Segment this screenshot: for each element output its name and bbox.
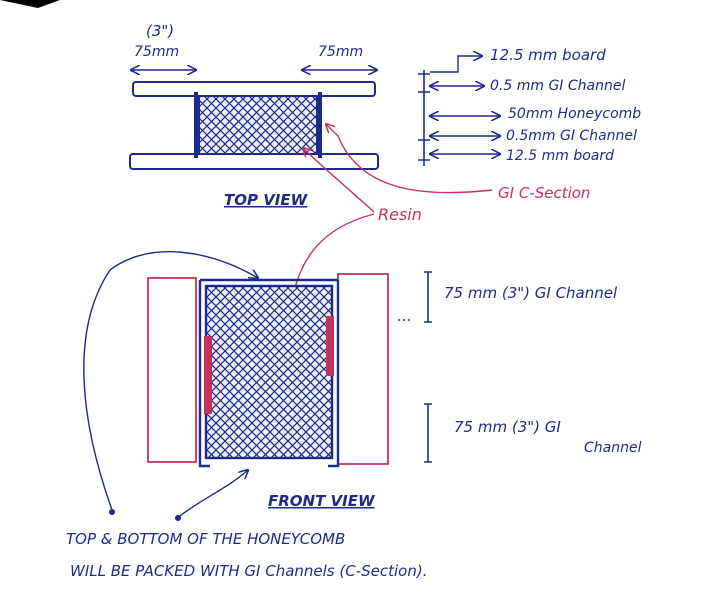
top-board [132, 81, 376, 97]
resin-label: Resin [378, 205, 422, 224]
channel-bottom-label-2: Channel [584, 440, 642, 456]
gi-c-section-leader [326, 124, 493, 194]
gi-c-section-label: GI C-Section [498, 184, 590, 202]
note-leader-right [179, 470, 248, 517]
layer-label-4: 12.5 mm board [506, 148, 614, 164]
note-dot-left [109, 509, 115, 515]
honeycomb-core [198, 95, 318, 155]
top-view-drawing [129, 56, 500, 170]
front-channel-left [198, 280, 210, 468]
dim-right-mm: 75mm [318, 44, 363, 60]
resin-strip-right [326, 316, 334, 376]
corner-mark [0, 0, 60, 8]
right-panel [337, 273, 389, 465]
front-channel-right [328, 280, 340, 468]
note-line-2: WILL BE PACKED WITH GI Channels (C-Secti… [70, 562, 427, 580]
front-view-title: FRONT VIEW [268, 492, 376, 510]
front-dim-bottom [424, 403, 432, 463]
resin-leader-top [303, 148, 375, 213]
left-panel [147, 277, 197, 463]
layer-label-0: 12.5 mm board [490, 46, 606, 64]
layer-label-3: 0.5mm GI Channel [506, 128, 637, 144]
bottom-board [129, 153, 379, 170]
channel-top-label: 75 mm (3") GI Channel [444, 284, 618, 302]
front-dim-top [424, 271, 432, 323]
front-view-drawing [83, 251, 432, 517]
resin-strip-left [204, 336, 212, 414]
note-dot-right [175, 515, 181, 521]
channel-bottom-label-1: 75 mm (3") GI [454, 418, 561, 436]
front-honeycomb-core [204, 284, 334, 460]
note-line-1: TOP & BOTTOM OF THE HONEYCOMB [66, 530, 345, 548]
layer-label-2: 50mm Honeycomb [508, 106, 641, 122]
dim-left-inches: (3") [146, 22, 174, 40]
layer-label-1: 0.5 mm GI Channel [490, 78, 625, 94]
layer-arrow-0 [430, 56, 482, 73]
note-leader-left [83, 251, 258, 511]
top-view-title: TOP VIEW [224, 191, 309, 209]
dim-left-mm: 75mm [134, 44, 179, 60]
